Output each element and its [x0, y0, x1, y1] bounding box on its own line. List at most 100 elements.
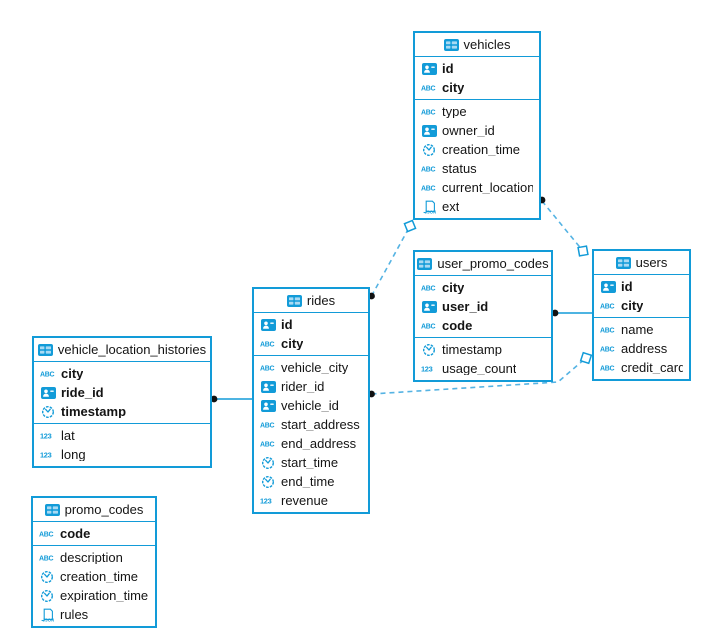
string-icon: ABC — [259, 362, 277, 373]
table-header: rides — [254, 289, 368, 312]
number-icon: 123 — [259, 495, 277, 506]
string-icon: ABC — [599, 343, 617, 354]
column-name: long — [61, 448, 86, 461]
uuid-icon — [259, 380, 277, 393]
svg-text:ABC: ABC — [260, 342, 275, 349]
svg-text:ABC: ABC — [600, 347, 615, 354]
timestamp-icon — [39, 405, 57, 419]
table-title: vehicle_location_histories — [57, 342, 207, 357]
table-header: vehicles — [415, 33, 539, 56]
number-icon: 123 — [39, 449, 57, 460]
timestamp-icon — [420, 143, 438, 157]
string-icon: ABC — [420, 182, 438, 193]
relationship-vehicles-users — [538, 196, 589, 257]
column-name: creation_time — [442, 143, 521, 156]
column-name: timestamp — [61, 405, 127, 418]
svg-text:ABC: ABC — [39, 556, 54, 563]
table-icon — [443, 38, 459, 51]
column-row-timestamp: timestamp — [34, 402, 210, 421]
relationship-vehicle_location_histories-rides — [210, 395, 253, 403]
column-name: current_location — [442, 181, 533, 194]
column-name: code — [60, 527, 91, 540]
column-name: user_id — [442, 300, 489, 313]
column-name: rider_id — [281, 380, 325, 393]
column-name: expiration_time — [60, 589, 149, 602]
column-name: ext — [442, 200, 460, 213]
string-icon: ABC — [599, 362, 617, 373]
column-row-user_id: user_id — [415, 297, 551, 316]
column-name: timestamp — [442, 343, 502, 356]
column-row-rider_id: rider_id — [254, 377, 368, 396]
column-name: address — [621, 342, 668, 355]
relationship-dot-end — [210, 395, 218, 403]
column-row-current_location: ABC current_location — [415, 178, 539, 197]
svg-text:123: 123 — [40, 432, 52, 441]
svg-text:ABC: ABC — [421, 167, 436, 174]
column-row-id: id — [254, 315, 368, 334]
svg-text:123: 123 — [260, 497, 272, 506]
table-title: promo_codes — [64, 502, 144, 517]
table-header: vehicle_location_histories — [34, 338, 210, 361]
column-name: city — [442, 281, 465, 294]
svg-text:ABC: ABC — [40, 372, 55, 379]
number-icon: 123 — [420, 363, 438, 374]
column-name: revenue — [281, 494, 328, 507]
uuid-icon — [599, 280, 617, 293]
column-name: owner_id — [442, 124, 495, 137]
column-row-id: id — [594, 277, 689, 296]
uuid-icon — [259, 318, 277, 331]
svg-text:ABC: ABC — [260, 423, 275, 430]
relationship-square-end — [579, 351, 593, 365]
column-name: description — [60, 551, 123, 564]
column-name: end_address — [281, 437, 357, 450]
uuid-icon — [259, 399, 277, 412]
json-icon: JSON — [38, 608, 56, 622]
column-row-creation_time: creation_time — [415, 140, 539, 159]
string-icon: ABC — [38, 552, 56, 563]
column-row-long: 123 long — [34, 445, 210, 464]
svg-text:123: 123 — [421, 365, 433, 374]
json-icon: JSON — [420, 200, 438, 214]
string-icon: ABC — [259, 438, 277, 449]
string-icon: ABC — [599, 300, 617, 311]
string-icon: ABC — [599, 324, 617, 335]
uuid-icon — [420, 300, 438, 313]
column-row-revenue: 123 revenue — [254, 491, 368, 510]
column-row-status: ABC status — [415, 159, 539, 178]
table-icon — [417, 257, 433, 270]
relationship-rides-vehicles — [368, 219, 417, 300]
table-title: users — [635, 255, 668, 270]
timestamp-icon — [420, 343, 438, 357]
table-icon — [37, 343, 53, 356]
string-icon: ABC — [259, 338, 277, 349]
table-icon — [615, 256, 631, 269]
relationship-dot-end — [551, 309, 559, 317]
string-icon: ABC — [39, 368, 57, 379]
column-name: usage_count — [442, 362, 517, 375]
column-name: id — [281, 318, 293, 331]
string-icon: ABC — [38, 528, 56, 539]
timestamp-icon — [38, 589, 56, 603]
column-name: status — [442, 162, 477, 175]
primary-key-section: ABC code — [33, 521, 155, 545]
